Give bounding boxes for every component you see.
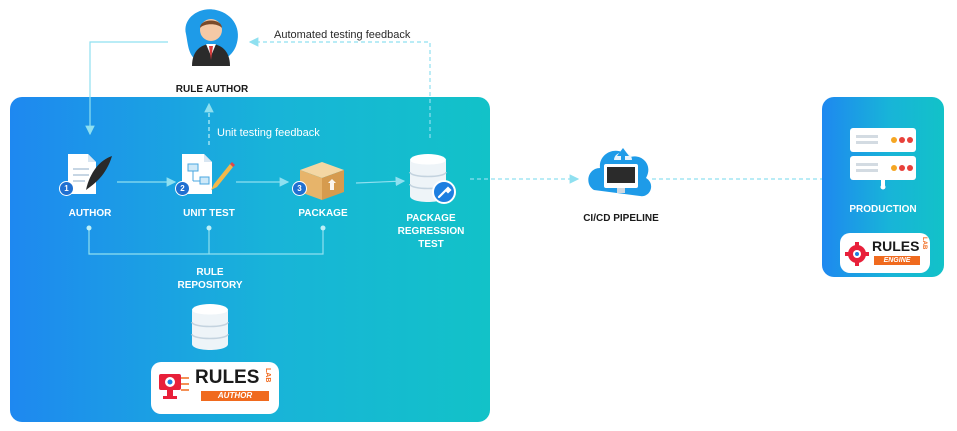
monitor-gear-icon: [159, 374, 189, 399]
regression-label-line3: TEST: [418, 239, 444, 250]
rule-repository-label: RULE REPOSITORY: [168, 266, 252, 292]
production-label: PRODUCTION: [849, 204, 917, 215]
author-brand-lab: LAB: [264, 368, 271, 383]
step-badge-1: 1: [59, 181, 74, 196]
repository-label-line1: RULE: [196, 267, 224, 278]
author-brand-name: RULES: [195, 367, 260, 388]
connector-author-to-author: [85, 41, 168, 136]
test-document-icon: [178, 150, 236, 198]
engine-brand-sub: ENGINE: [874, 256, 920, 265]
repository-label-line2: REPOSITORY: [177, 280, 243, 291]
step-badge-3: 3: [292, 181, 307, 196]
rule-author-label: RULE AUTHOR: [175, 84, 249, 95]
automated-feedback-text: Automated testing feedback: [274, 29, 411, 41]
cloud-monitor-icon: [584, 138, 656, 202]
step-badge-2: 2: [175, 181, 190, 196]
rules-lab-author-logo: RULES LAB AUTHOR: [151, 362, 279, 414]
repository-bracket: [88, 228, 324, 255]
unit-feedback-text: Unit testing feedback: [217, 127, 320, 139]
quill-document-icon: [62, 150, 114, 198]
engine-brand-name: RULES: [872, 238, 920, 254]
ci-cd-pipeline-label: CI/CD PIPELINE: [583, 213, 659, 224]
database-wrench-icon: [406, 152, 458, 206]
database-icon: [188, 302, 232, 352]
person-icon: [178, 4, 244, 70]
author-brand-sub: AUTHOR: [201, 391, 269, 401]
author-label: AUTHOR: [68, 208, 112, 219]
engine-brand-lab: LAB: [921, 237, 927, 250]
package-regression-label: PACKAGE REGRESSION TEST: [396, 212, 466, 251]
regression-label-line1: PACKAGE: [406, 213, 456, 224]
regression-label-line2: REGRESSION: [397, 226, 465, 237]
unit-test-label: UNIT TEST: [183, 208, 235, 219]
automated-feedback-arrow: [248, 37, 431, 138]
package-label: PACKAGE: [298, 208, 348, 219]
rules-lab-engine-logo: RULES LAB ENGINE: [840, 233, 930, 273]
arrow-package-to-regression: [355, 176, 406, 187]
engine-gear-icon: [845, 242, 869, 266]
server-rack-icon: [848, 126, 918, 190]
